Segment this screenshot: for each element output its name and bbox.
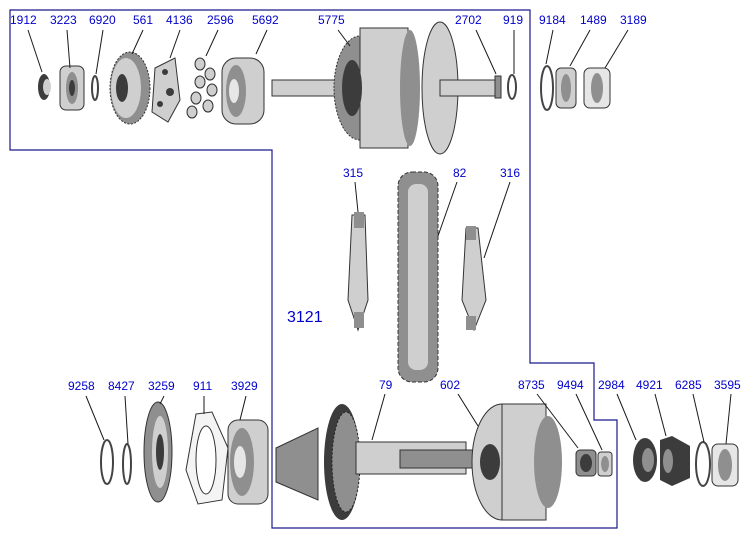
label-3595: 3595	[714, 378, 741, 392]
part-561-gear-icon	[109, 51, 151, 125]
label-1489: 1489	[580, 13, 607, 27]
label-315: 315	[343, 166, 363, 180]
label-2984: 2984	[598, 378, 625, 392]
part-79-pinion-shaft-icon	[275, 404, 477, 520]
part-6920-snap-ring-icon	[91, 75, 99, 101]
part-911-gasket-icon	[185, 411, 229, 505]
label-4136: 4136	[166, 13, 193, 27]
label-3929: 3929	[231, 379, 258, 393]
part-3189-bearing-icon	[583, 67, 611, 109]
label-8427: 8427	[108, 379, 135, 393]
label-1912: 1912	[10, 13, 37, 27]
leader-lines	[27, 29, 732, 451]
label-919: 919	[503, 13, 523, 27]
label-6920: 6920	[89, 13, 116, 27]
label-4921: 4921	[636, 378, 663, 392]
part-315-chain-guide-icon	[347, 212, 369, 332]
part-5775-sprocket-shaft-icon	[271, 21, 499, 155]
group-outline	[9, 9, 618, 529]
label-911: 911	[193, 379, 212, 393]
part-3259-bearing-icon	[143, 401, 173, 503]
part-9494-washer-icon	[597, 451, 613, 477]
part-2702-spacer-icon	[494, 75, 502, 99]
label-5775: 5775	[318, 13, 345, 27]
part-6285-snap-ring-icon	[695, 441, 711, 487]
part-82-drive-chain-icon	[397, 171, 439, 383]
part-1912-nut-icon	[38, 74, 51, 100]
part-labels: 1912 3223 6920 561 4136 2596 5692 5775 2…	[10, 13, 741, 393]
part-4136-carrier-icon	[151, 57, 181, 123]
label-8735: 8735	[518, 378, 545, 392]
part-8735-needle-bearing-icon	[575, 449, 597, 477]
label-561: 561	[133, 13, 153, 27]
label-79: 79	[379, 378, 393, 392]
label-9258: 9258	[68, 379, 95, 393]
group-label-3121: 3121	[287, 309, 323, 326]
part-2984-seal-icon	[633, 438, 657, 482]
part-602-driven-sprocket-icon	[471, 403, 562, 521]
label-3189: 3189	[620, 13, 647, 27]
part-3929-retainer-icon	[227, 419, 269, 505]
label-82: 82	[453, 166, 467, 180]
label-5692: 5692	[252, 13, 279, 27]
label-602: 602	[440, 378, 460, 392]
label-3223: 3223	[50, 13, 77, 27]
label-9184: 9184	[539, 13, 566, 27]
part-2596-pinion-set-icon	[186, 57, 218, 119]
part-9258-snap-ring-icon	[100, 439, 114, 485]
part-316-chain-guide-icon	[461, 226, 487, 332]
label-6285: 6285	[675, 378, 702, 392]
label-2596: 2596	[207, 13, 234, 27]
label-316: 316	[500, 166, 520, 180]
part-8427-snap-ring-icon	[122, 443, 132, 485]
label-3259: 3259	[148, 379, 175, 393]
label-9494: 9494	[557, 378, 584, 392]
part-3595-bearing-icon	[711, 443, 739, 487]
part-3223-bearing-icon	[59, 65, 85, 111]
part-4921-dust-shield-icon	[660, 436, 690, 486]
label-2702: 2702	[455, 13, 482, 27]
part-5692-hub-icon	[221, 57, 265, 125]
part-919-ring-icon	[507, 74, 517, 100]
part-1489-bearing-icon	[555, 67, 577, 109]
part-9184-snap-ring-icon	[540, 65, 554, 111]
